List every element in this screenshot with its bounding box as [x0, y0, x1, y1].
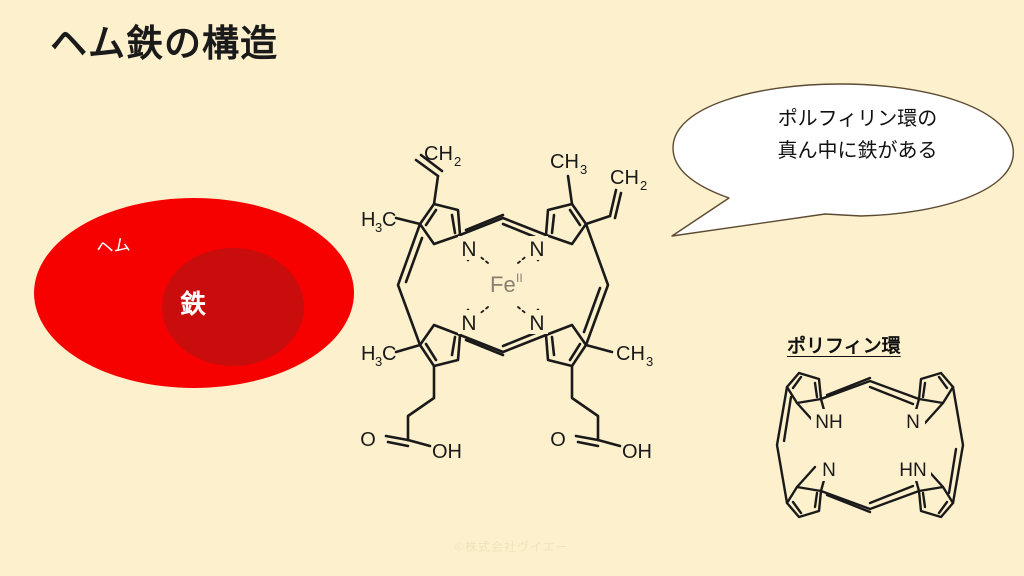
porphyrin-ring-structure: NH N N HN: [775, 365, 965, 525]
carbonyl-oxygen-right: O: [550, 429, 566, 451]
porphyrin-label-bottom-right: HN: [899, 460, 926, 481]
callout-line-2: 真ん中に鉄がある: [777, 140, 938, 162]
methyl-sub-top-right: 3: [580, 162, 587, 177]
vinyl-sub-top-left: 2: [454, 154, 461, 169]
porphyrin-panel-title: ポリフィン環: [787, 336, 901, 357]
methyl-label-bottom-left-c: C: [382, 343, 396, 365]
hydroxyl-right: OH: [622, 441, 652, 463]
methyl-label-left-c: C: [382, 209, 396, 231]
methyl-sub-bottom-left: 3: [375, 354, 382, 369]
carbonyl-oxygen-left: O: [360, 429, 376, 451]
callout-bubble-shape: [671, 83, 1014, 237]
porphyrin-label-top-right: N: [906, 412, 920, 433]
iron-inner-label: 鉄: [180, 289, 207, 319]
footer-credit: ©株式会社ヴイエー: [455, 540, 569, 554]
methyl-sub-left: 3: [375, 220, 382, 235]
nitrogen-label-top-left: N: [461, 238, 476, 261]
vinyl-sub-right: 2: [640, 178, 647, 193]
iron-center-label: Fe: [490, 272, 516, 297]
callout-bubble: ポルフィリン環の 真ん中に鉄がある: [655, 78, 1024, 253]
vinyl-label-right: CH: [610, 167, 639, 189]
iron-oxidation-state: II: [516, 271, 523, 285]
nitrogen-label-top-right: N: [529, 238, 544, 261]
iron-inner-circle: [162, 248, 304, 366]
heme-outer-label: ヘム: [95, 234, 132, 258]
heme-molecular-structure: N N N N Fe II CH 2 H 3 C CH 3 CH 2: [360, 140, 680, 470]
methyl-sub-bottom-right: 3: [646, 354, 653, 369]
porphyrin-label-bottom-left: N: [822, 460, 836, 481]
methyl-label-left-h: H: [361, 209, 375, 231]
hydroxyl-left: OH: [432, 441, 462, 463]
nitrogen-label-bottom-right: N: [529, 312, 544, 335]
porphyrin-ring-svg: NH N N HN: [775, 371, 965, 519]
page-title: ヘム鉄の構造: [50, 23, 278, 64]
vinyl-label-top-left: CH: [424, 143, 453, 165]
callout-text: ポルフィリン環の 真ん中に鉄がある: [715, 103, 1000, 167]
methyl-label-top-right: CH: [550, 151, 579, 173]
heme-structure-svg: N N N N Fe II CH 2 H 3 C CH 3 CH 2: [360, 143, 653, 463]
methyl-label-bottom-right: CH: [616, 343, 645, 365]
callout-line-1: ポルフィリン環の: [777, 108, 938, 130]
porphyrin-panel: ポリフィン環: [775, 325, 965, 525]
heme-concept-diagram: [34, 198, 354, 388]
porphyrin-label-top-left: NH: [815, 412, 842, 433]
methyl-label-bottom-left-h: H: [361, 343, 375, 365]
nitrogen-label-bottom-left: N: [461, 312, 476, 335]
